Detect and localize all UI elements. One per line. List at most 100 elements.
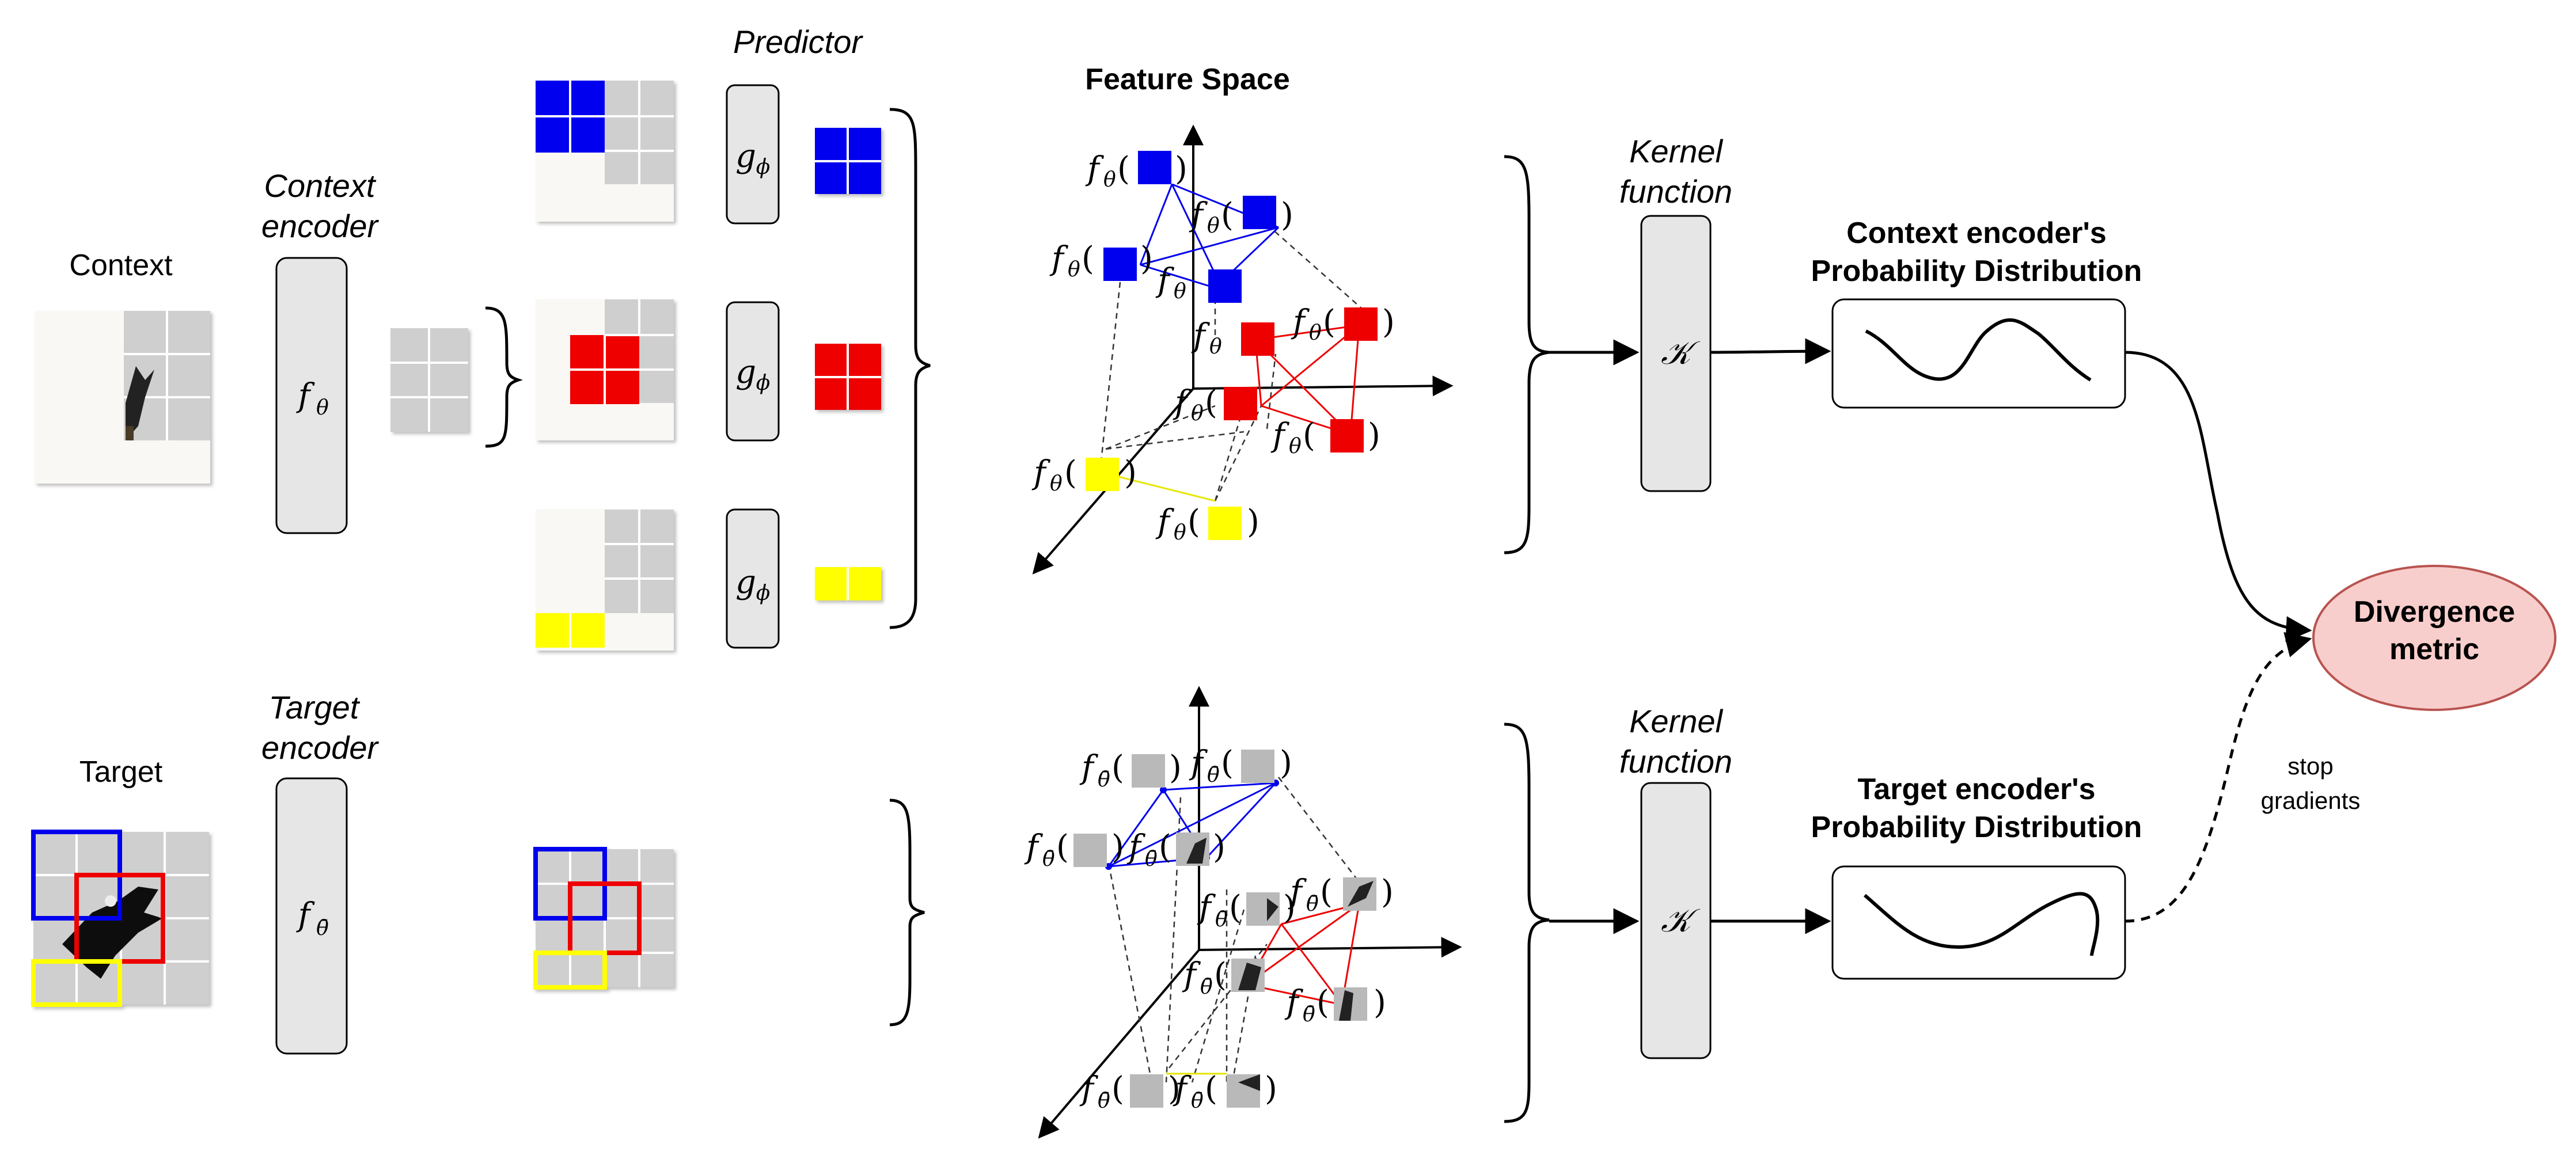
context-dist-title-1: Context encoder's (1846, 216, 2107, 250)
svg-text:θ̄: θ̄ (1200, 975, 1213, 999)
feature-point-yellow-2: f θ ( ) (1155, 503, 1259, 545)
target-encoder-subscript: θ̄ (316, 917, 329, 940)
svg-text:): ) (1247, 503, 1259, 541)
top-kernel-brace (1504, 155, 1550, 554)
svg-text:f: f (1173, 1070, 1192, 1108)
kernel-title-top-1: Kernel (1629, 133, 1723, 169)
svg-text:): ) (1382, 303, 1395, 341)
feature-point-red-4: f θ ( ) (1270, 417, 1380, 458)
svg-text:): ) (1265, 1070, 1277, 1108)
feature-axes-bottom (1038, 686, 1462, 1139)
context-encoder-title-1: Context (264, 168, 377, 204)
svg-text:): ) (1281, 196, 1293, 234)
predictor-block-2: g ϕ (726, 301, 780, 442)
feature-point-blue-2: f θ ( ) (1189, 196, 1293, 238)
context-brace (485, 306, 523, 448)
svg-text:): ) (1283, 889, 1296, 926)
context-encoder-subscript: θ (316, 396, 329, 420)
projection-lines-bottom (1107, 777, 1365, 1083)
target-dist-title-2: Probability Distribution (1811, 811, 2142, 844)
predictor-block-3: g ϕ (726, 508, 780, 649)
svg-text:f: f (1155, 262, 1175, 299)
svg-text:θ: θ (1207, 214, 1220, 238)
svg-text:f: f (1126, 828, 1146, 866)
svg-text:(: ( (1320, 873, 1333, 911)
stop-gradients-label-2: gradients (2261, 787, 2361, 814)
target-encoder-title-1: Target (269, 689, 361, 725)
svg-text:g: g (735, 138, 756, 175)
feature-point-yellow-1: f θ ( ) (1031, 454, 1137, 496)
svg-text:f: f (1191, 317, 1211, 355)
svg-text:(: ( (1317, 984, 1329, 1021)
target-encoder-title-2: encoder (261, 729, 380, 766)
bottom-kernel-brace (1504, 723, 1550, 1123)
svg-text:θ̄: θ̄ (1207, 763, 1220, 787)
svg-text:θ: θ (1068, 258, 1080, 282)
svg-text:(: ( (1229, 889, 1242, 926)
feature-point-blue-3: f θ ( ) (1049, 240, 1153, 282)
svg-text:): ) (1168, 1070, 1181, 1108)
svg-text:θ: θ (1174, 280, 1186, 303)
svg-text:θ: θ (1174, 521, 1186, 545)
svg-text:(: ( (1221, 196, 1234, 234)
kernel-title-top-2: function (1619, 173, 1732, 210)
yellow-edge-top (1099, 471, 1216, 502)
target-brace (889, 799, 925, 1026)
mask-blue (536, 81, 674, 222)
feature-point-blue-1: f θ ( ) (1085, 150, 1188, 192)
svg-text:ϕ: ϕ (756, 155, 771, 179)
svg-text:f: f (1197, 889, 1216, 926)
mask-yellow (536, 510, 674, 651)
svg-text:f: f (1182, 956, 1201, 994)
svg-text:θ̄: θ̄ (1145, 847, 1158, 871)
target-image (31, 830, 209, 1007)
svg-text:f: f (1031, 454, 1051, 492)
svg-text:θ: θ (1289, 435, 1302, 458)
svg-text:θ̄: θ̄ (1303, 1003, 1315, 1026)
predictor-brace (889, 108, 931, 629)
svg-text:(: ( (1214, 956, 1227, 994)
eagle-wing-icon (126, 366, 154, 440)
svg-text:f: f (1024, 828, 1044, 866)
svg-text:f: f (1284, 984, 1304, 1021)
feature-point-red-1: f θ (1191, 317, 1274, 359)
svg-text:g: g (735, 564, 756, 601)
svg-text:f: f (1189, 196, 1208, 234)
svg-text:(: ( (1111, 1070, 1124, 1108)
target-dist-box (1831, 865, 2126, 980)
svg-text:): ) (1140, 240, 1153, 277)
feature-space-title: Feature Space (1085, 63, 1290, 96)
svg-text:f: f (1049, 240, 1069, 277)
target-point-2: f θ̄ ( ) (1189, 744, 1292, 787)
target-encoder-block (275, 777, 348, 1055)
svg-text:ϕ: ϕ (756, 581, 771, 605)
svg-text:θ̄: θ̄ (1042, 847, 1055, 871)
target-point-3: f θ̄ ( ) (1024, 828, 1124, 871)
kernel-title-bottom-1: Kernel (1629, 703, 1723, 739)
svg-text:(: ( (1323, 303, 1336, 341)
svg-text:θ̄: θ̄ (1306, 892, 1319, 916)
svg-text:(: ( (1082, 240, 1094, 277)
svg-text:): ) (1374, 984, 1386, 1021)
predictor-title: Predictor (733, 24, 863, 60)
context-image (35, 311, 210, 484)
feature-point-red-2: f θ ( ) (1291, 303, 1395, 345)
svg-text:): ) (1368, 417, 1380, 454)
predicted-red (815, 344, 881, 410)
target-point-9: f θ̄ ( ) (1079, 1070, 1181, 1113)
context-encoder-title-2: encoder (261, 208, 380, 244)
svg-text:(: ( (1188, 503, 1200, 541)
svg-text:f: f (1155, 503, 1175, 541)
predicted-blue (815, 128, 881, 194)
divergence-metric-node (2312, 565, 2556, 711)
context-label: Context (69, 249, 173, 282)
svg-text:f: f (1085, 150, 1105, 188)
context-feature-grid (390, 328, 468, 432)
svg-text:): ) (1111, 828, 1124, 866)
svg-text:): ) (1213, 828, 1226, 866)
eagle-icon (62, 887, 162, 979)
predictor-block-1: g ϕ (726, 84, 780, 225)
svg-text:(: ( (1117, 150, 1130, 188)
mask-red (536, 299, 674, 440)
svg-text:f: f (1288, 873, 1307, 911)
